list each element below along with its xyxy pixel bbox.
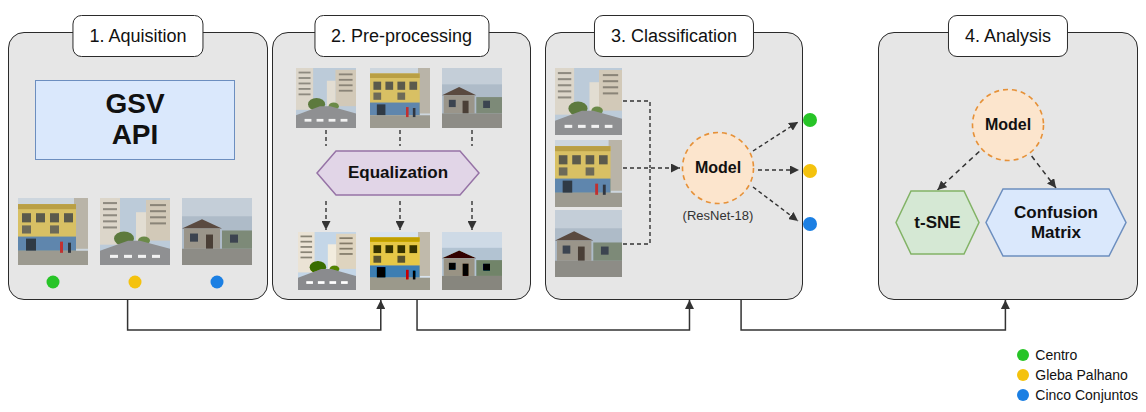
class-dot	[803, 217, 817, 231]
legend-swatch	[1017, 389, 1029, 401]
legend-label: Cinco Conjuntos	[1035, 385, 1138, 405]
class-dot	[129, 276, 142, 289]
circle-area: Model	[681, 131, 755, 205]
legend-swatch	[1017, 369, 1029, 381]
api-box: GSV API	[35, 80, 235, 160]
process-hexagon: Confusion Matrix	[985, 188, 1127, 257]
stage-title: 3. Classification	[611, 26, 737, 46]
output-arrow	[758, 169, 799, 170]
flow-line	[325, 130, 326, 146]
stage-connector	[741, 300, 1005, 330]
stage-panel: 2. Pre-processingEqualization	[272, 32, 531, 300]
street-photo	[100, 198, 170, 265]
street-photo	[296, 68, 356, 128]
hexagon-shape	[986, 189, 1126, 256]
panel-ground	[8, 32, 268, 300]
class-dot	[803, 113, 817, 127]
circle-shape	[683, 133, 754, 204]
flow-line	[399, 130, 400, 146]
api-label: GSV API	[105, 89, 164, 151]
header-tab: 4. Analysis	[948, 15, 1068, 57]
legend-item: Cinco Conjuntos	[1017, 385, 1138, 405]
output-arrow	[753, 122, 798, 151]
legend-item: Gleba Palhano	[1017, 365, 1138, 385]
street-photo	[442, 68, 502, 128]
class-dot	[803, 164, 817, 178]
stage-panel: 3. ClassificationModel(ResNet-18)	[545, 32, 803, 300]
model-note: (ResNet-18)	[683, 208, 754, 224]
hexagon-shape	[896, 191, 979, 254]
analysis-arrow	[938, 151, 980, 190]
class-dot	[47, 276, 60, 289]
equalized-photo	[370, 232, 430, 290]
legend-item: Centro	[1017, 345, 1138, 365]
flow-arrow	[325, 201, 326, 230]
equalized-photo	[442, 232, 502, 290]
circle-area: Model	[971, 88, 1045, 162]
header-tab: 2. Pre-processing	[314, 15, 489, 57]
model-circle: Model (ResNet-18)	[668, 131, 768, 224]
process-label: Confusion Matrix	[1006, 203, 1106, 242]
header-tab: 1. Aquisition	[72, 15, 203, 57]
stage-connector	[417, 300, 689, 330]
process-label: t-SNE	[914, 213, 960, 233]
street-photo	[182, 198, 252, 265]
process-hexagon: Equalization	[316, 150, 480, 196]
stage-title: 1. Aquisition	[89, 26, 186, 46]
flow-line	[471, 130, 472, 146]
panel-ground	[878, 32, 1138, 300]
legend: CentroGleba PalhanoCinco Conjuntos	[1017, 345, 1138, 405]
stage-panel: 1. AquisitionGSV API	[8, 32, 268, 300]
street-photo	[370, 68, 430, 128]
model-label: Model	[695, 158, 741, 177]
process-label: Equalization	[348, 163, 448, 183]
model-circle: Model	[958, 88, 1058, 162]
legend-swatch	[1017, 349, 1029, 361]
model-label: Model	[985, 115, 1031, 134]
equalized-photo	[298, 232, 356, 290]
panel-ground	[545, 32, 803, 300]
input-line	[623, 168, 650, 244]
hexagon-shape	[317, 151, 479, 195]
legend-label: Centro	[1035, 345, 1077, 365]
street-photo	[18, 198, 88, 265]
stage-connector	[128, 300, 381, 330]
stage-panel: 4. AnalysisModelt-SNEConfusion Matrix	[878, 32, 1138, 300]
analysis-arrow	[1032, 156, 1056, 188]
flow-arrow	[471, 201, 472, 230]
panel-ground	[272, 32, 531, 300]
header-tab: 3. Classification	[594, 15, 754, 57]
street-photo	[555, 210, 622, 277]
street-photo	[555, 140, 622, 207]
input-arrow	[623, 167, 680, 168]
street-photo	[555, 68, 622, 135]
legend-label: Gleba Palhano	[1035, 365, 1128, 385]
process-hexagon: t-SNE	[895, 190, 980, 255]
circle-shape	[973, 90, 1044, 161]
class-dot	[211, 276, 224, 289]
flow-arrow	[399, 201, 400, 230]
stage-title: 4. Analysis	[965, 26, 1051, 46]
output-arrow	[753, 187, 798, 221]
input-line	[623, 101, 650, 168]
stage-title: 2. Pre-processing	[331, 26, 472, 46]
